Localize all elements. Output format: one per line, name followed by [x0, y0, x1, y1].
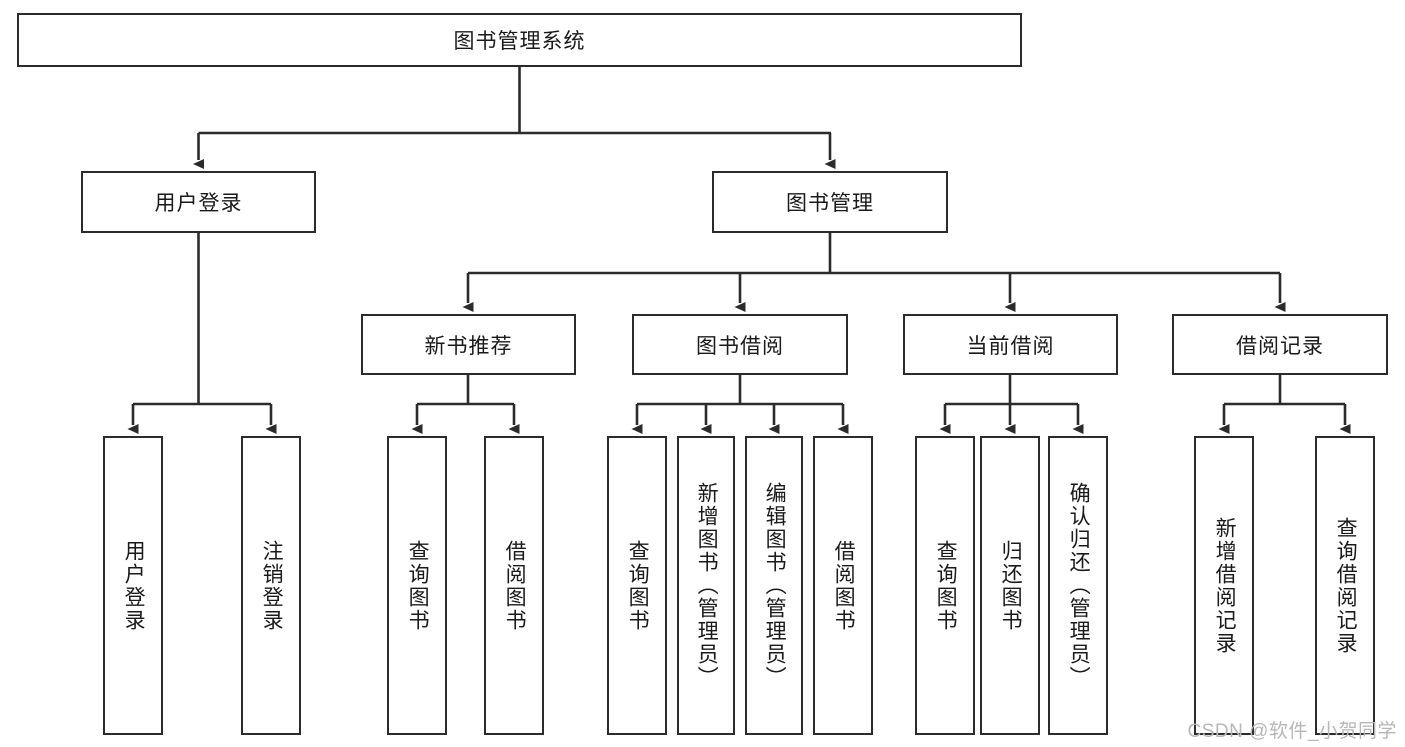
edge-root-to-level1: [193, 67, 836, 169]
leaf-borrow-book-label: 借阅图书: [832, 539, 856, 632]
node-new-book-recommend[interactable]: 新书推荐: [361, 314, 576, 375]
leaf-add-book[interactable]: 新增图书（管理员）: [677, 436, 735, 735]
node-new-book-recommend-label: 新书推荐: [424, 334, 513, 358]
watermark-text: CSDN @软件_小贺同学: [1187, 721, 1397, 742]
leaf-add-book-label: 新增图书（管理员）: [695, 482, 719, 689]
leaf-logout[interactable]: 注销登录: [241, 436, 301, 735]
edge-book-borrow-to-leaves: [631, 375, 849, 434]
leaf-edit-book-label: 编辑图书（管理员）: [763, 482, 787, 689]
edge-new-book-recommend-to-leaves: [411, 375, 520, 434]
leaf-return-book-label: 归还图书: [999, 539, 1023, 632]
leaf-add-record[interactable]: 新增借阅记录: [1194, 436, 1254, 735]
leaf-confirm-return[interactable]: 确认归还（管理员）: [1048, 436, 1108, 735]
leaf-query-book-rec[interactable]: 查询图书: [387, 436, 447, 735]
node-user-login-label: 用户登录: [154, 192, 243, 215]
node-current-borrow[interactable]: 当前借阅: [903, 314, 1118, 375]
leaf-query-book-rec-label: 查询图书: [406, 539, 430, 632]
leaf-user-login-label: 用户登录: [122, 539, 146, 632]
leaf-query-book-current[interactable]: 查询图书: [915, 436, 975, 735]
node-book-manage[interactable]: 图书管理: [712, 171, 948, 233]
node-book-manage-label: 图书管理: [786, 192, 874, 215]
node-root[interactable]: 图书管理系统: [17, 13, 1022, 67]
edge-book-manage-to-level2: [462, 233, 1286, 312]
leaf-query-book-borrow-label: 查询图书: [626, 539, 650, 632]
edge-current-borrow-to-leaves: [939, 375, 1084, 434]
node-book-borrow-label: 图书借阅: [696, 334, 784, 358]
leaf-borrow-book-rec-label: 借阅图书: [503, 539, 527, 632]
leaf-confirm-return-label: 确认归还（管理员）: [1067, 482, 1091, 689]
leaf-borrow-book[interactable]: 借阅图书: [813, 436, 873, 735]
node-borrow-record[interactable]: 借阅记录: [1172, 314, 1388, 375]
node-current-borrow-label: 当前借阅: [966, 334, 1055, 358]
leaf-edit-book[interactable]: 编辑图书（管理员）: [745, 436, 803, 735]
node-root-label: 图书管理系统: [453, 30, 586, 53]
leaf-user-login[interactable]: 用户登录: [103, 436, 163, 735]
leaf-query-record[interactable]: 查询借阅记录: [1315, 436, 1375, 735]
leaf-query-book-current-label: 查询图书: [934, 539, 958, 632]
leaf-add-record-label: 新增借阅记录: [1213, 516, 1237, 655]
leaf-query-record-label: 查询借阅记录: [1334, 516, 1358, 655]
node-borrow-record-label: 借阅记录: [1236, 334, 1324, 358]
edge-borrow-record-to-leaves: [1218, 375, 1351, 434]
edge-user-login-to-leaves: [127, 233, 277, 434]
leaf-query-book-borrow[interactable]: 查询图书: [607, 436, 667, 735]
leaf-return-book[interactable]: 归还图书: [980, 436, 1040, 735]
node-user-login[interactable]: 用户登录: [81, 171, 316, 233]
leaf-logout-label: 注销登录: [260, 539, 284, 632]
leaf-borrow-book-rec[interactable]: 借阅图书: [484, 436, 544, 735]
node-book-borrow[interactable]: 图书借阅: [632, 314, 848, 375]
